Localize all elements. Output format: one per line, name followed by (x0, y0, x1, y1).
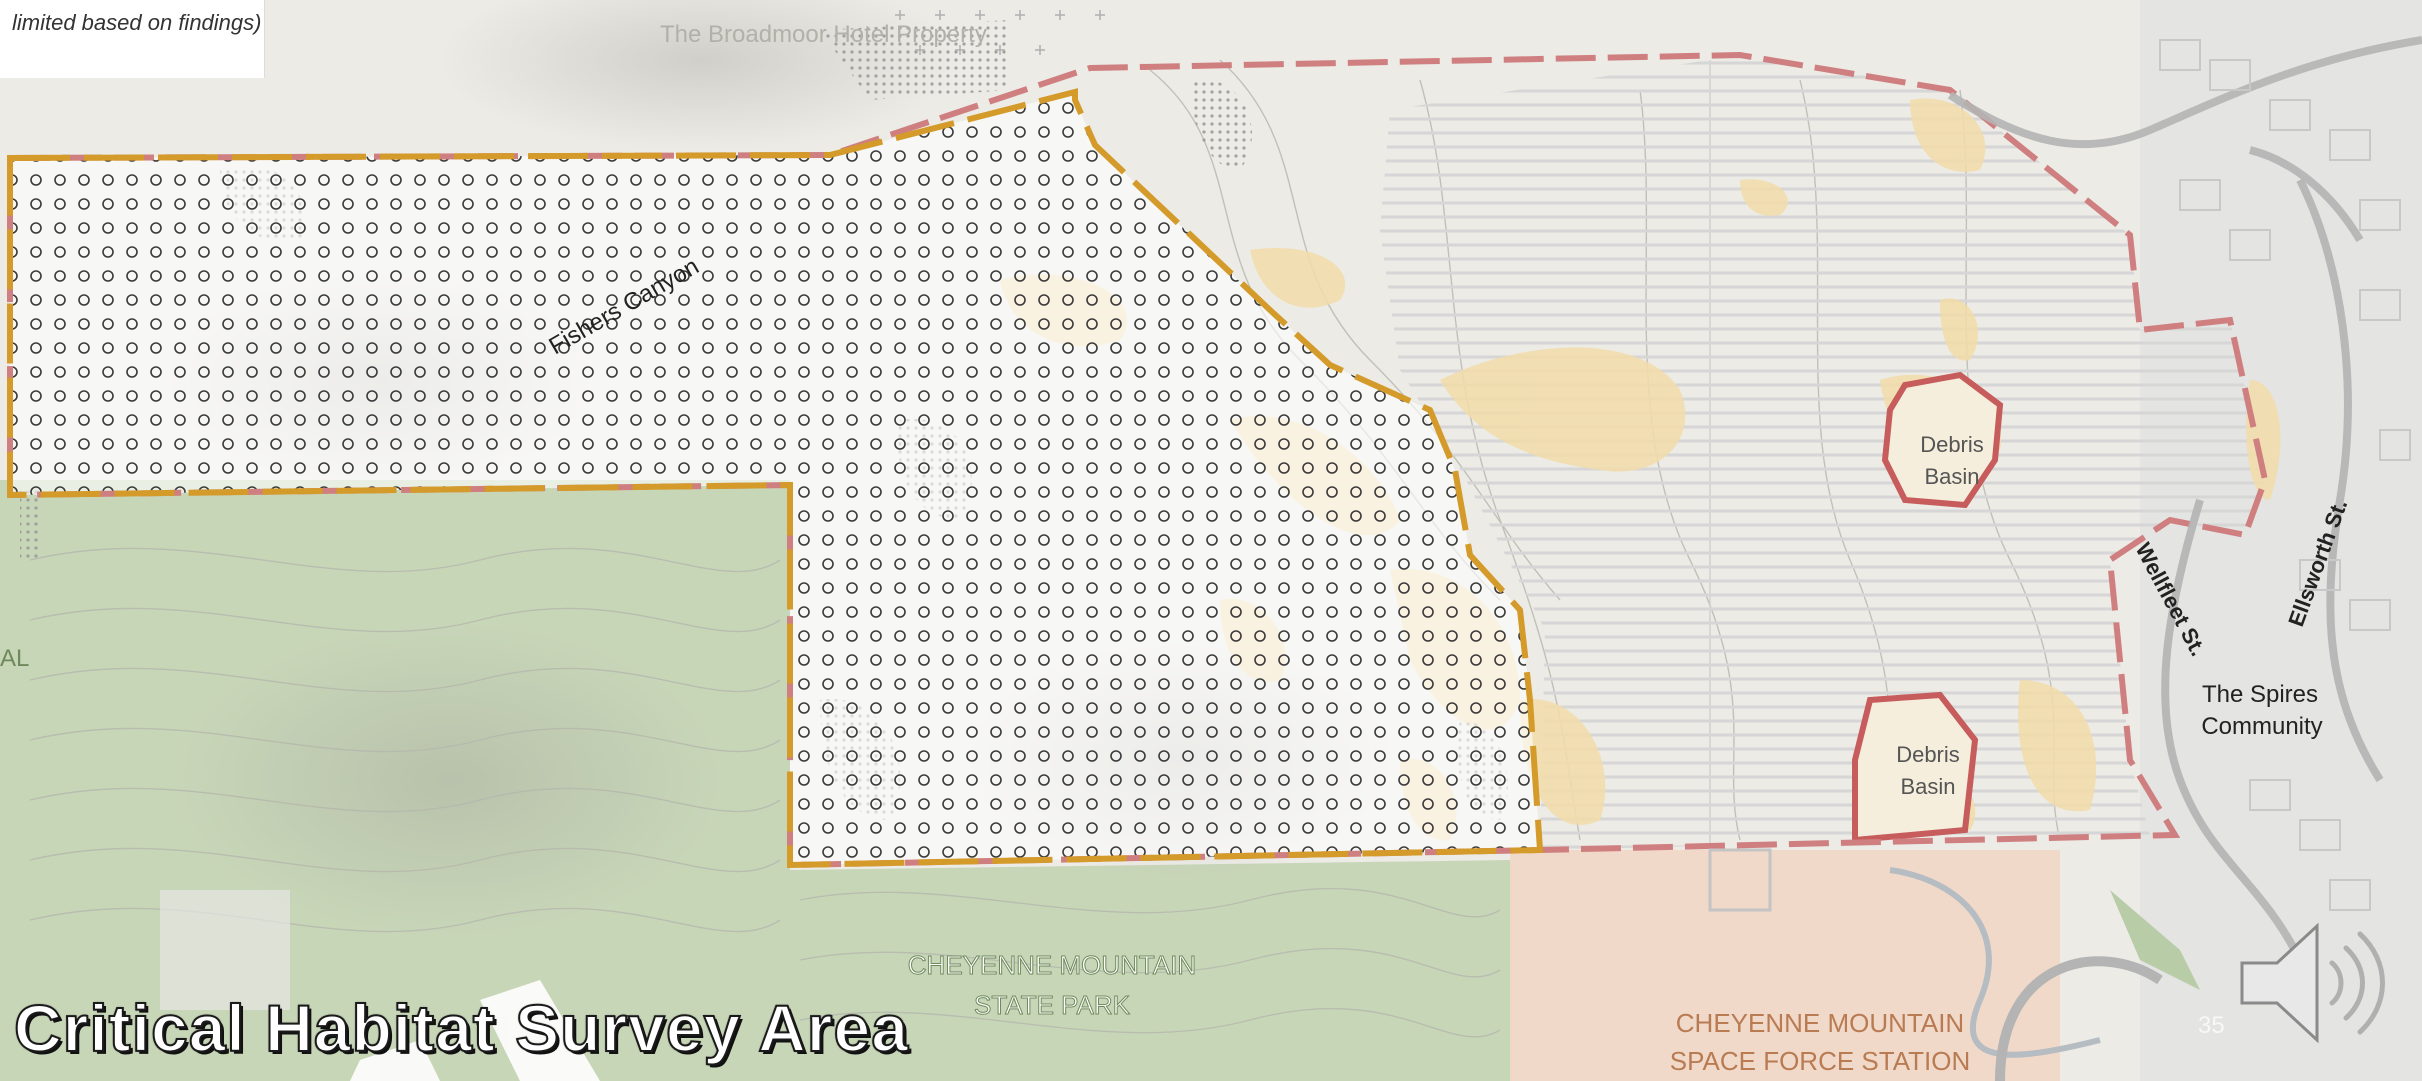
green-strip (2110, 890, 2200, 990)
road-curve (1995, 956, 2163, 1081)
grey-parcel (160, 890, 290, 1010)
debris-basin-south (1852, 691, 1979, 844)
state-park-label: CHEYENNE MOUNTAIN (908, 950, 1196, 980)
legend-note-text: limited based on findings) (12, 10, 262, 35)
residential-lots (2159, 39, 2411, 911)
hatched-area (1380, 55, 2265, 850)
spires-community-label-2: Community (2201, 713, 2322, 740)
slide-number: 35 (2198, 1012, 2225, 1039)
spires-community-label: The Spires (2202, 681, 2318, 708)
debris-basin-south-label: Debris (1896, 742, 1960, 767)
debris-basin-south-label-2: Basin (1900, 774, 1955, 799)
speaker-icon-graphic (2240, 922, 2385, 1044)
small-parcel (1708, 848, 1772, 912)
state-park-label-2: STATE PARK (974, 990, 1131, 1020)
debris-basin-north-label-2: Basin (1924, 464, 1979, 489)
white-shapes (350, 980, 600, 1081)
ridge-shade (170, 620, 730, 940)
broadmoor-label: The Broadmoor Hotel Property (660, 21, 987, 48)
debris-basin-north-label: Debris (1920, 432, 1984, 457)
roads (1947, 36, 2422, 962)
survey-circle-pattern (10, 92, 1540, 865)
slide-title: Critical Habitat Survey Area (13, 990, 909, 1066)
space-force-area (1510, 850, 2060, 1081)
space-force-label-2: SPACE FORCE STATION (1670, 1046, 1970, 1076)
creek (1889, 867, 2101, 1058)
edge-label-fragment: AL (0, 645, 29, 672)
broadmoor-pattern (895, 10, 1105, 55)
survey-area-boundary (7, 88, 1544, 869)
legend-note-box: limited based on findings) (0, 0, 265, 78)
property-boundary (7, 51, 2269, 869)
speaker-icon[interactable] (2232, 918, 2392, 1048)
space-force-label: CHEYENNE MOUNTAIN (1676, 1008, 1964, 1038)
debris-basin-north (1881, 371, 2004, 509)
